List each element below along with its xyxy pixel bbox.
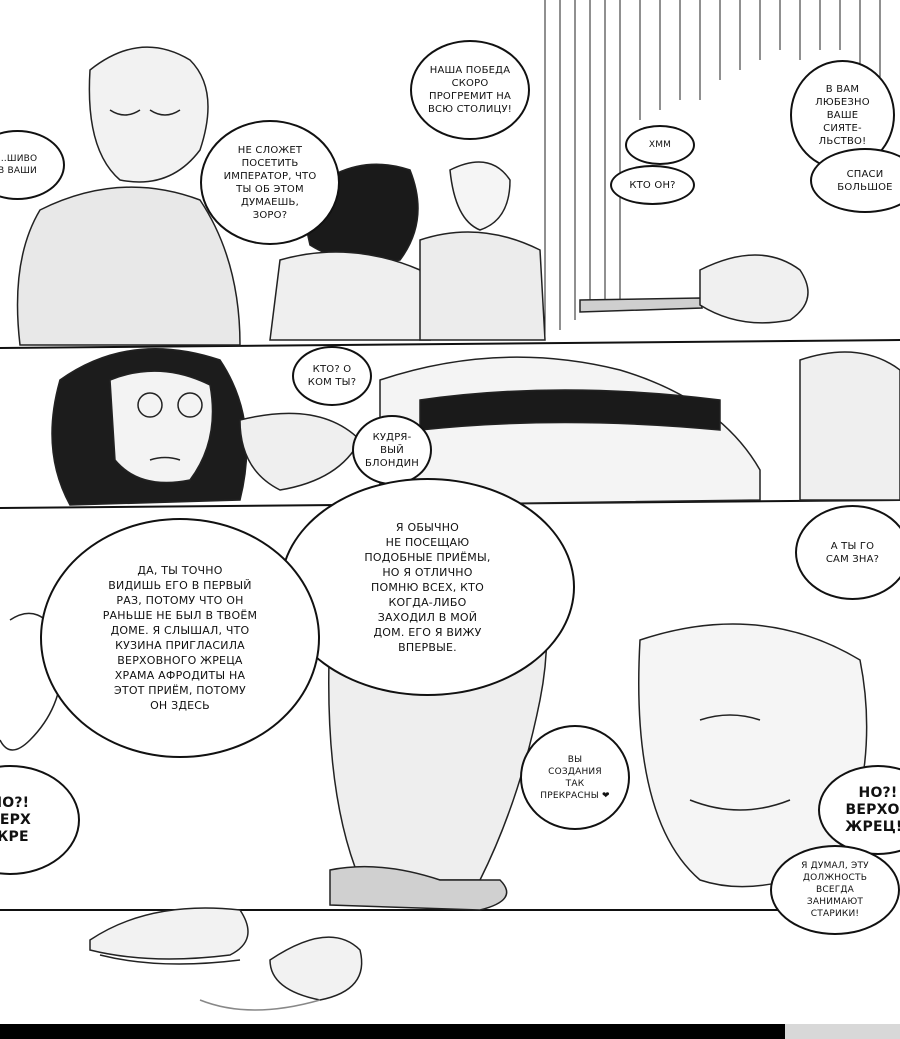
bottom-strip: [0, 1024, 900, 1039]
speech-bubble-5: КТО ОН?: [610, 165, 695, 205]
speech-text-3: НЕ СЛОЖЕТ ПОСЕТИТЬ ИМПЕРАТОР, ЧТО ТЫ ОБ …: [223, 144, 317, 221]
feet-sandals: [89, 907, 363, 1011]
speech-text-16: Я ДУМАЛ, ЭТУ ДОЛЖНОСТЬ ВСЕГДА ЗАНИМАЮТ С…: [801, 861, 869, 919]
speech-text-13: ВЫ СОЗДАНИЯ ТАК ПРЕКРАСНЫ ❤: [540, 754, 610, 801]
speech-bubble-13: ВЫ СОЗДАНИЯ ТАК ПРЕКРАСНЫ ❤: [520, 725, 630, 830]
character-dark-hair: [269, 163, 431, 341]
speech-text-8: КТО? О КОМ ТЫ?: [307, 364, 357, 388]
speech-text-10: Я ОБЫЧНО НЕ ПОСЕЩАЮ ПОДОБНЫЕ ПРИЁМЫ, НО …: [364, 520, 491, 654]
speech-bubble-8: КТО? О КОМ ТЫ?: [292, 346, 372, 406]
speech-bubble-9: КУДРЯ- ВЫЙ БЛОНДИН: [352, 415, 432, 485]
speech-text-15: ЧО?! ВЕРХ ЖРЕ: [0, 794, 32, 845]
bottom-strip-light: [785, 1024, 900, 1039]
speech-text-1: …ШИВО В ВАШИ: [0, 154, 38, 176]
speech-text-7: СПАСИ БОЛЬШОЕ: [837, 168, 893, 193]
speech-bubble-11: ДА, ТЫ ТОЧНО ВИДИШЬ ЕГО В ПЕРВЫЙ РАЗ, ПО…: [40, 518, 320, 758]
speech-text-11: ДА, ТЫ ТОЧНО ВИДИШЬ ЕГО В ПЕРВЫЙ РАЗ, ПО…: [102, 564, 258, 712]
speech-bubble-10: Я ОБЫЧНО НЕ ПОСЕЩАЮ ПОДОБНЫЕ ПРИЁМЫ, НО …: [280, 478, 575, 696]
character-left-tall: [16, 46, 241, 346]
character-blond-standing: [419, 161, 546, 341]
character-blindfolded: [379, 351, 900, 506]
character-glasses-man: [51, 348, 248, 506]
speech-bubble-14: НО?! ВЕРХОВ ЖРЕЦ!?: [818, 765, 900, 855]
panel-border-top: [0, 339, 900, 349]
speech-text-9: КУДРЯ- ВЫЙ БЛОНДИН: [365, 431, 419, 469]
speech-bubble-7: СПАСИ БОЛЬШОЕ: [810, 148, 900, 213]
speech-bubble-12: А ТЫ ГО САМ ЗНА?: [795, 505, 900, 600]
speech-text-14: НО?! ВЕРХОВ ЖРЕЦ!?: [845, 784, 900, 835]
speech-bubble-2: НАША ПОБЕДА СКОРО ПРОГРЕМИТ НА ВСЮ СТОЛИ…: [410, 40, 530, 140]
speech-text-2: НАША ПОБЕДА СКОРО ПРОГРЕМИТ НА ВСЮ СТОЛИ…: [427, 65, 513, 115]
speech-bubble-16: Я ДУМАЛ, ЭТУ ДОЛЖНОСТЬ ВСЕГДА ЗАНИМАЮТ С…: [770, 845, 900, 935]
hand-pointing: [239, 412, 361, 491]
speech-text-12: А ТЫ ГО САМ ЗНА?: [825, 540, 880, 565]
speech-text-4: ХММ: [648, 140, 672, 150]
speech-text-5: КТО ОН?: [629, 179, 676, 191]
speech-bubble-3: НЕ СЛОЖЕТ ПОСЕТИТЬ ИМПЕРАТОР, ЧТО ТЫ ОБ …: [200, 120, 340, 245]
speech-text-6: В ВАМ ЛЮБЕЗНО ВАШЕ СИЯТЕ- ЛЬСТВО!: [815, 83, 870, 147]
speech-bubble-4: ХММ: [625, 125, 695, 165]
hand-with-blade: [579, 254, 809, 324]
